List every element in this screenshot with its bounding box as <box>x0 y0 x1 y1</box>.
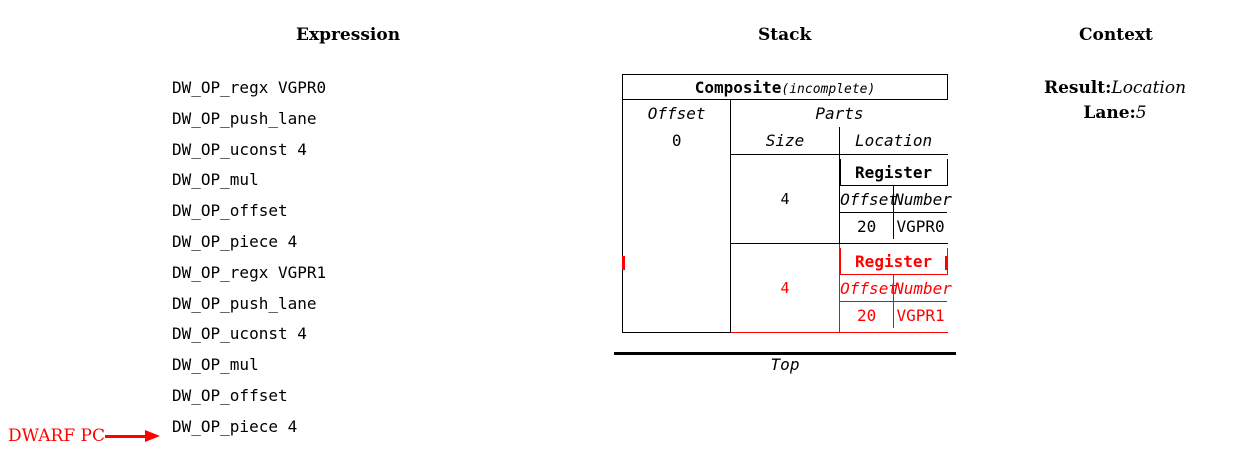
context-block: Result:Location Lane:5 <box>1015 76 1215 126</box>
register-number-value: VGPR0 <box>893 212 947 239</box>
header-size: Size <box>730 127 840 155</box>
dwarf-pc-marker: DWARF PC <box>8 424 161 448</box>
composite-part-row: 4 Register Offset Number 20 VGPR0 <box>621 154 952 244</box>
register-number-value: VGPR1 <box>893 301 947 328</box>
column-heading-stack: Stack <box>758 25 812 45</box>
composite-title-qualifier: (incomplete) <box>781 81 876 97</box>
highlight-tick-left <box>622 256 625 270</box>
register-header-offset: Offset <box>840 185 898 213</box>
composite-title-cell: Composite(incomplete) <box>622 74 948 100</box>
composite-title-row: Composite(incomplete) <box>622 74 948 100</box>
stack-top-rule <box>614 352 956 355</box>
context-row-result: Result:Location <box>1015 76 1215 101</box>
composite-header-row-1: Offset Parts <box>621 99 948 127</box>
composite-part-row-highlighted: 4 Register Offset Number 20 VGPR1 <box>621 243 952 333</box>
composite-table: Composite(incomplete) Offset Parts 0 Siz… <box>621 74 952 333</box>
context-key: Result: <box>1043 78 1112 98</box>
context-value: 5 <box>1135 103 1147 123</box>
expression-list: DW_OP_regx VGPR0 DW_OP_push_lane DW_OP_u… <box>172 73 472 443</box>
stack-top-label: Top <box>770 355 800 374</box>
register-value-row: 20 VGPR0 <box>840 212 947 239</box>
register-title: Register <box>839 248 948 275</box>
register-title: Register <box>839 159 948 186</box>
composite-title: Composite <box>694 77 782 97</box>
context-value: Location <box>1111 78 1187 98</box>
column-heading-expression: Expression <box>296 25 401 45</box>
stack-entry-composite: Composite(incomplete) Offset Parts 0 Siz… <box>621 74 952 333</box>
expression-line: DW_OP_piece 4 <box>172 231 298 251</box>
header-offset: Offset <box>621 99 732 127</box>
offset-spacer-cell <box>621 154 732 244</box>
expression-line: DW_OP_push_lane <box>172 293 317 313</box>
right-arrow-icon <box>104 430 161 442</box>
expression-line: DW_OP_push_lane <box>172 108 317 128</box>
register-header-number: Number <box>893 274 952 302</box>
expression-line: DW_OP_piece 4 <box>172 416 298 436</box>
highlight-tick-right <box>945 256 948 270</box>
dwarf-pc-label: DWARF PC <box>8 425 105 446</box>
offset-value: 0 <box>621 127 732 155</box>
part-size: 4 <box>730 243 840 333</box>
context-row-lane: Lane:5 <box>1015 101 1215 126</box>
register-header-row: Offset Number <box>840 185 952 213</box>
register-table: Register Offset Number 20 VGPR1 <box>839 248 952 328</box>
column-heading-context: Context <box>1079 25 1153 45</box>
context-key: Lane: <box>1083 103 1136 123</box>
expression-line: DW_OP_regx VGPR0 <box>172 78 327 97</box>
register-header-number: Number <box>893 185 952 213</box>
register-offset-value: 20 <box>840 212 895 239</box>
expression-line: DW_OP_mul <box>172 170 259 190</box>
register-header-row: Offset Number <box>840 274 952 302</box>
header-location: Location <box>838 127 948 155</box>
expression-line: DW_OP_mul <box>172 355 259 375</box>
part-location-cell: Register Offset Number 20 VGPR0 <box>838 154 952 244</box>
part-size: 4 <box>730 154 840 244</box>
expression-line: DW_OP_uconst 4 <box>172 139 307 159</box>
composite-header-row-2: 0 Size Location <box>621 127 948 155</box>
expression-line: DW_OP_offset <box>172 201 288 221</box>
register-offset-value: 20 <box>840 301 895 328</box>
expression-line: DW_OP_offset <box>172 385 288 405</box>
register-title-row: Register <box>839 248 948 275</box>
register-header-offset: Offset <box>840 274 898 302</box>
register-value-row: 20 VGPR1 <box>840 301 947 328</box>
expression-line: DW_OP_regx VGPR1 <box>172 262 327 282</box>
offset-spacer-cell <box>621 243 732 333</box>
part-location-cell: Register Offset Number 20 VGPR1 <box>838 243 952 333</box>
register-table: Register Offset Number 20 VGPR0 <box>839 159 952 239</box>
expression-line: DW_OP_uconst 4 <box>172 324 307 344</box>
register-title-row: Register <box>839 159 948 186</box>
header-parts: Parts <box>730 99 948 127</box>
